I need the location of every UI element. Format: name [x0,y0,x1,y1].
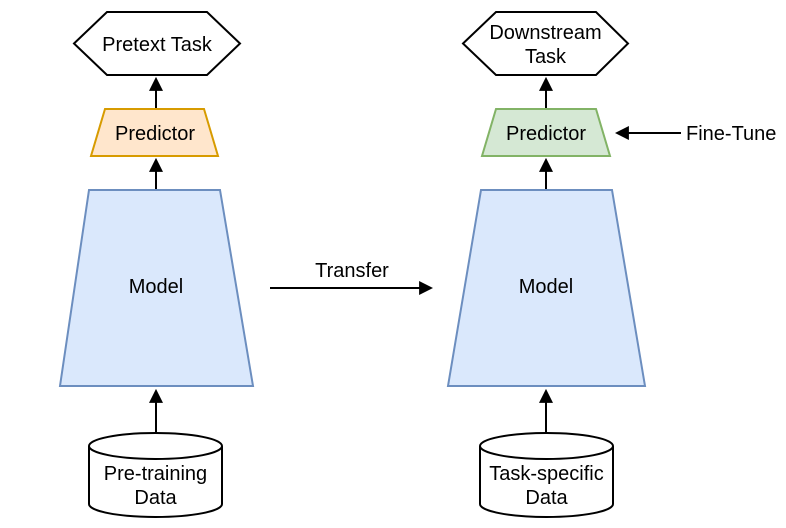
downstream-task-hexagon [461,11,630,76]
pretext-task-hexagon [72,11,242,76]
predictor-label-left: Predictor [115,123,195,145]
pretraining-data-label-line2: Data [134,487,177,509]
pretraining-data-label-line1: Pre-training [104,463,207,485]
finetune-label: Fine-Tune [686,123,776,145]
model-label-left: Model [129,276,183,298]
taskspecific-data-label-line2: Data [525,487,568,509]
transfer-label: Transfer [315,260,389,282]
right-pipeline: Downstream Task Predictor Fine-Tune Mode… [446,11,776,518]
taskspecific-data-label-line1: Task-specific [489,463,603,485]
pretraining-data-cylinder [88,432,223,518]
pretext-task-label: Pretext Task [102,34,213,56]
model-trapezoid-left [58,189,255,387]
pretraining-data-cylinder-rim [88,445,223,460]
predictor-trapezoid-left [89,108,220,157]
left-pipeline: Pretext Task Predictor Model Pre-trainin… [58,11,255,518]
downstream-task-label-line2: Task [525,46,567,68]
taskspecific-data-cylinder-rim [479,445,614,460]
taskspecific-data-cylinder [479,432,614,518]
model-label-right: Model [519,276,573,298]
model-trapezoid-right [446,189,647,387]
downstream-task-label-line1: Downstream [489,22,601,44]
predictor-trapezoid-right [480,108,612,157]
transfer-edge: Transfer [270,260,434,295]
predictor-label-right: Predictor [506,123,586,145]
